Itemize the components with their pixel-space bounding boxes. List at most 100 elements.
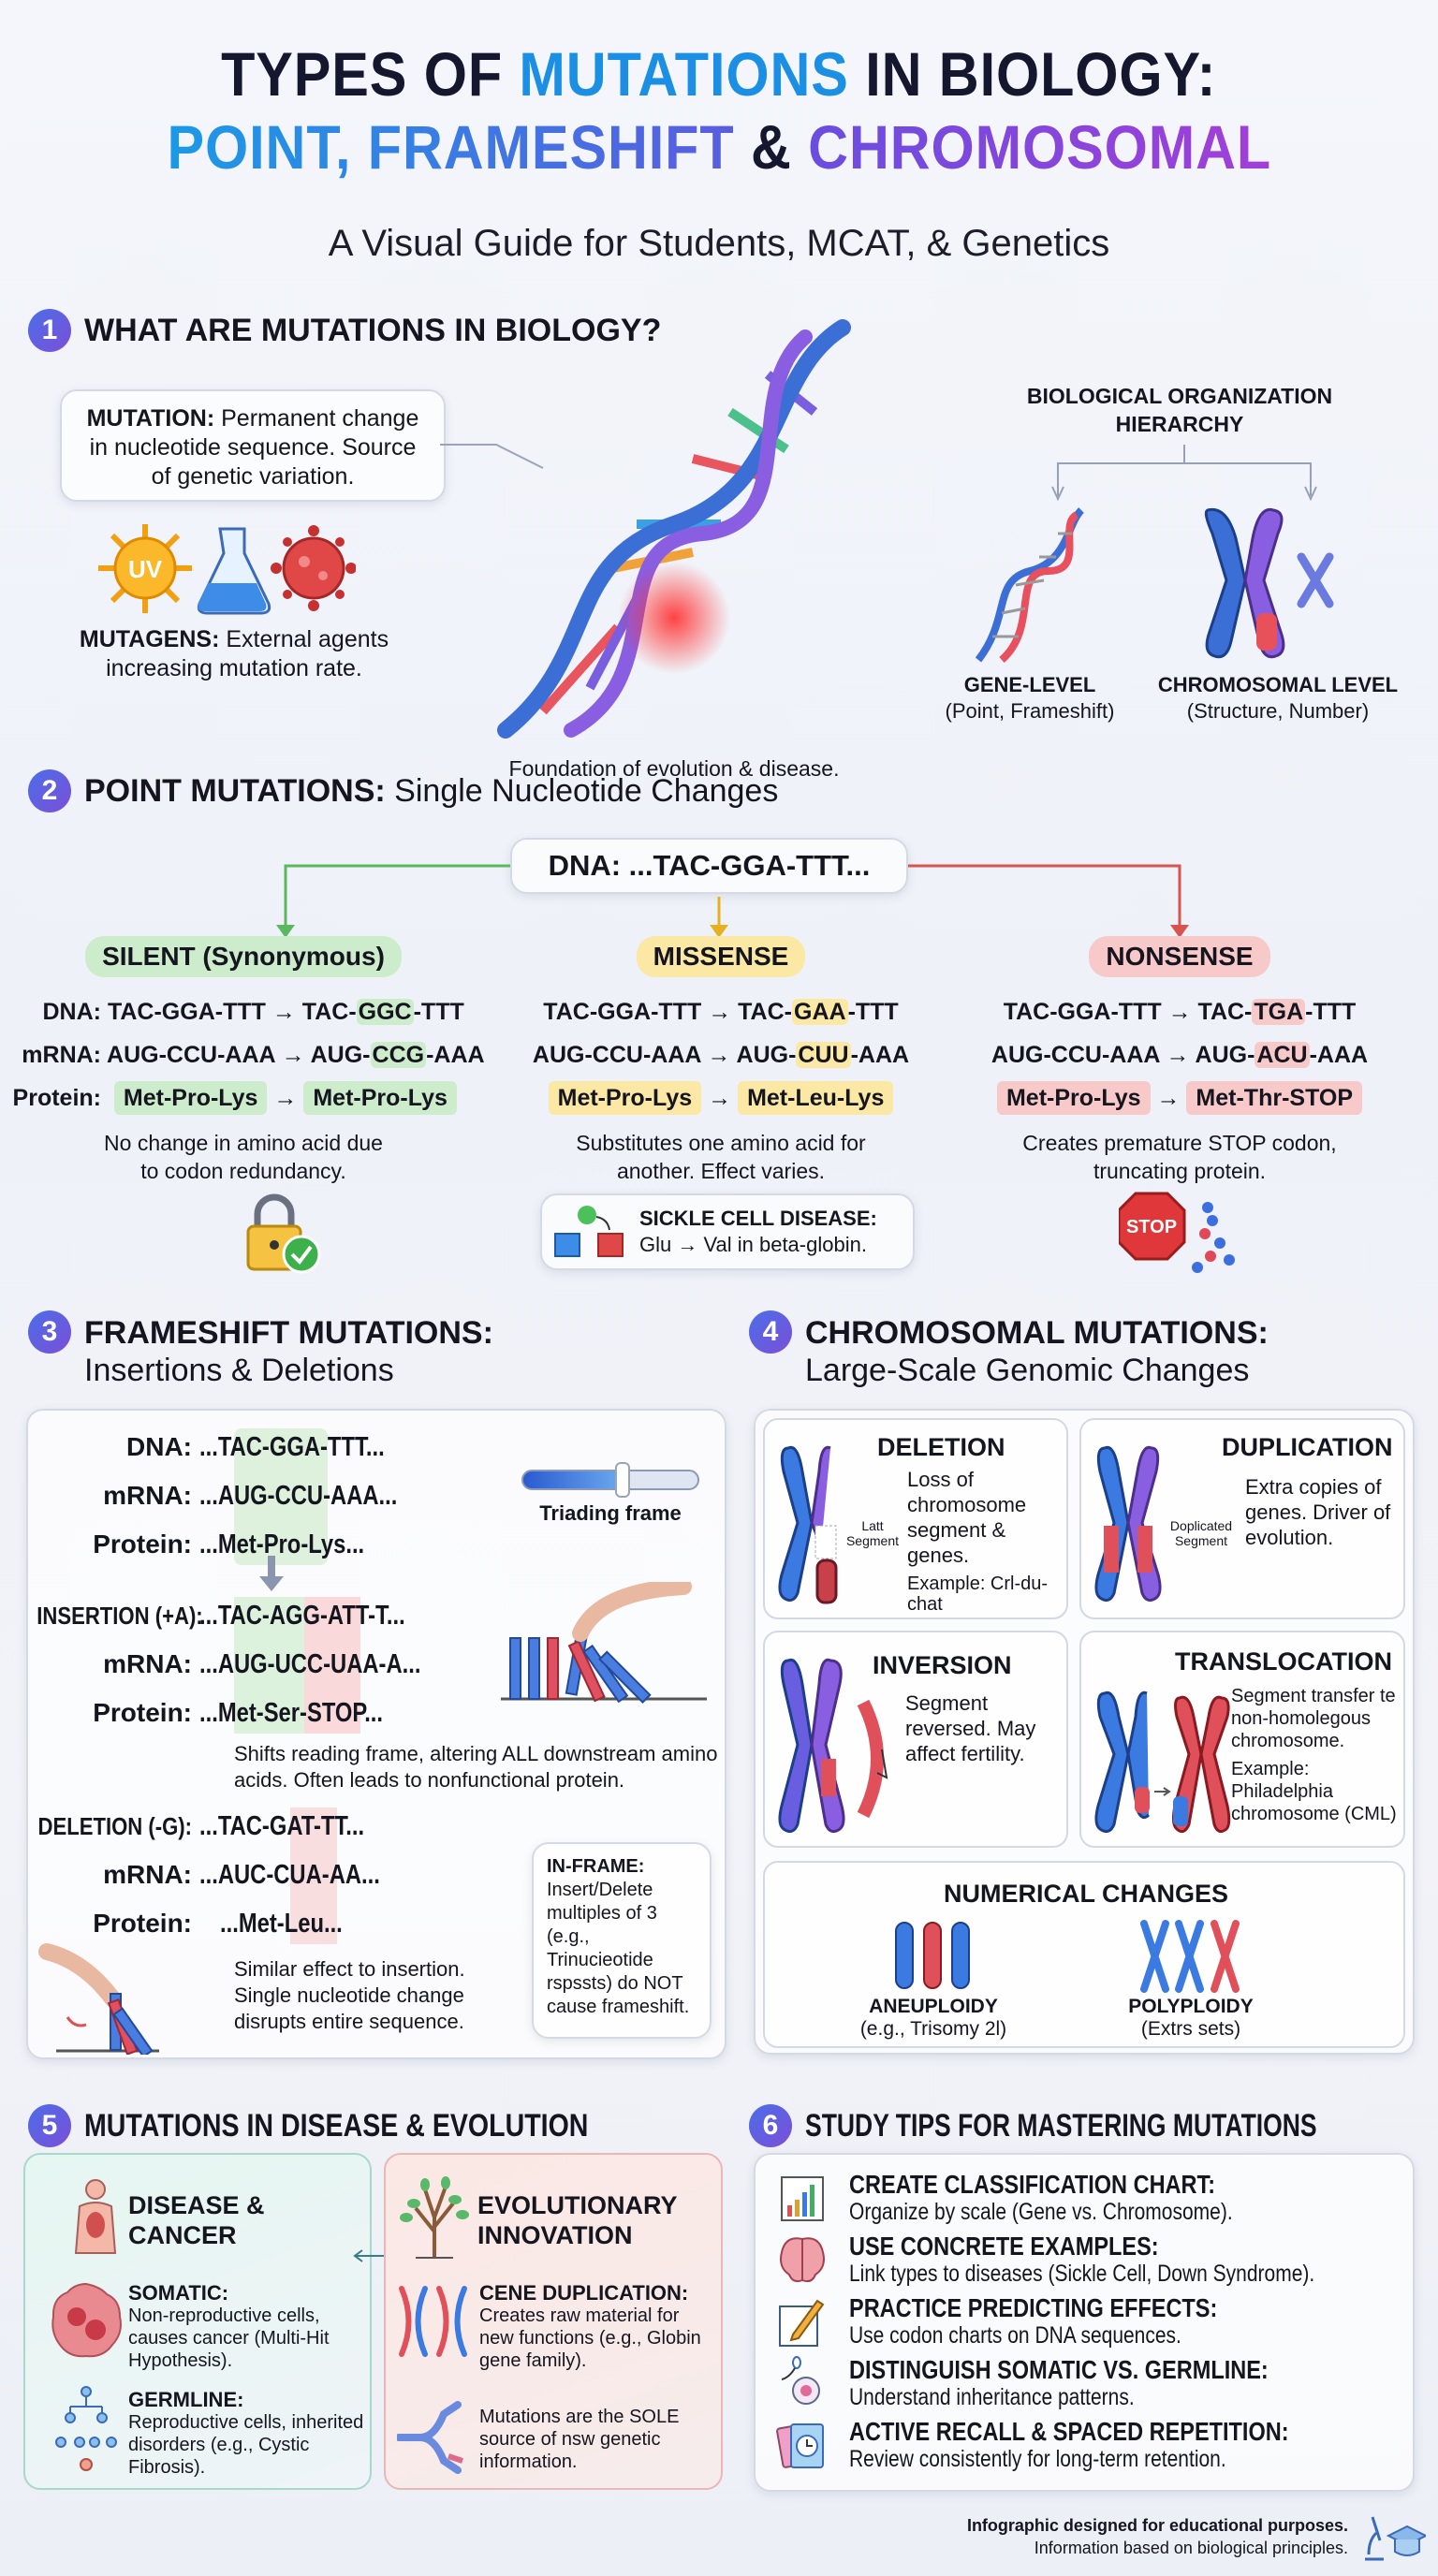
missense-label: MISSENSE (636, 936, 806, 977)
original-sequence: DNA:...TAC-GGA-TTT... mRNA:...AUG-CCU-AA… (9, 1423, 496, 1569)
amino-swap-icon (554, 1206, 624, 1257)
polyploidy-icon (1140, 1920, 1240, 1993)
callout-text: Glu → Val in beta-globin. (639, 1233, 867, 1256)
unchanged-highlight (234, 1597, 304, 1734)
dna-row: TAC-GGA-TTT → TAC-GAA-TTT (506, 990, 936, 1033)
section-subtitle: Insertions & Deletions (84, 1353, 394, 1388)
polyploidy-label: POLYPLOIDY(Extrs sets) (1088, 1996, 1294, 2041)
arrow: → (1167, 999, 1192, 1025)
row-label: Protein: (93, 1530, 192, 1559)
germline-block: GERMLINE:Reproductive cells, inherited d… (128, 2389, 367, 2479)
deletion-chromosome-icon (778, 1445, 838, 1604)
protein-row: Protein:...Met-Pro-Lys... (9, 1520, 496, 1569)
protein-to: Met-Leu-Lys (738, 1081, 894, 1115)
uv-label: UV (128, 555, 163, 583)
arrow: → (273, 1085, 298, 1111)
seq-to: TAC- (1197, 999, 1253, 1025)
insertion-protein-row: Protein:...Met-Ser-STOP... (9, 1689, 496, 1737)
sickle-cell-callout: SICKLE CELL DISEASE:Glu → Val in beta-gl… (540, 1193, 915, 1270)
dna-helix-illustration (497, 319, 851, 739)
inversion-chromosome-icon (778, 1658, 888, 1834)
inversion-card: INVERSION Segment reversed. May affect f… (763, 1631, 1068, 1848)
protein-from: Met-Pro-Lys (113, 1081, 268, 1115)
seq-to: AUG- (310, 1042, 371, 1068)
seq-to: -AAA (850, 1042, 910, 1068)
seq-to: -AAA (426, 1042, 485, 1068)
section-subtitle: Large-Scale Genomic Changes (805, 1353, 1250, 1388)
section-number: 4 (749, 1310, 792, 1354)
sequence: ...Met-Ser-STOP... (199, 1698, 384, 1728)
section-number: 3 (28, 1310, 71, 1354)
dominoes-insertion-icon (501, 1582, 707, 1704)
stop-text: STOP (1126, 1217, 1177, 1237)
definition: Permanent change in nucleotide sequence.… (89, 405, 419, 490)
hierarchy-title: BIOLOGICAL ORGANIZATION HIERARCHY (1026, 384, 1333, 436)
seq-to: -AAA (1309, 1042, 1369, 1068)
note-text: Insert/Delete multiples of 3 (e.g., Trin… (547, 1880, 690, 2017)
hand-icon (38, 1943, 121, 2007)
evolutionary-innovation-card: EVOLUTIONARY INNOVATION CENE DUPLICATION… (384, 2153, 723, 2490)
duplication-title: DUPLICATION (1222, 1433, 1393, 1461)
row-label: Protein: (93, 1698, 192, 1727)
protein-row: Met-Pro-Lys → Met-Thr-STOP (946, 1076, 1414, 1120)
chart-icon (781, 2176, 824, 2221)
section-title: WHAT ARE MUTATIONS IN BIOLOGY? (84, 313, 662, 348)
tip-title: PRACTICE PREDICTING EFFECTS: (849, 2293, 1218, 2322)
connector-line (440, 444, 544, 469)
tip-text: Link types to diseases (Sickle Cell, Dow… (849, 2261, 1315, 2287)
seq-from: TAC-GGA-TTT (107, 999, 266, 1025)
branching-icon (397, 2401, 463, 2474)
deletion-protein-row: Protein:...Met-Leu... (9, 1899, 496, 1948)
somatic-block: SOMATIC:Non-reproductive cells, causes c… (128, 2282, 367, 2372)
row-label: Protein: (12, 1085, 101, 1111)
hand-icon (572, 1582, 692, 1642)
tip-title: DISTINGUISH SOMATIC VS. GERMLINE: (849, 2355, 1269, 2384)
mrna-row: mRNA: AUG-CCU-AAA → AUG-CCG-AAA (9, 1033, 485, 1076)
gene-level-dna-icon (975, 507, 1085, 664)
row-label: mRNA: (103, 1860, 192, 1889)
translocation-title: TRANSLOCATION (1175, 1647, 1392, 1676)
sequence: ...TAC-GGA-TTT... (199, 1432, 385, 1462)
term: MUTAGENS: (79, 626, 220, 652)
duplicated-segment-tag: Doplicated Segment (1169, 1518, 1233, 1548)
level-subtitle: (Structure, Number) (1186, 699, 1370, 723)
duplication-card: Doplicated Segment DUPLICATION Extra cop… (1079, 1418, 1405, 1619)
silent-column: SILENT (Synonymous) DNA: TAC-GGA-TTT → T… (9, 936, 485, 1185)
arrow: → (1166, 1042, 1190, 1068)
virus-icon (271, 525, 356, 611)
section-title: FRAMESHIFT MUTATIONS: (84, 1315, 493, 1351)
numerical-changes-card: NUMERICAL CHANGES ANEUPLOIDY(e.g., Triso… (763, 1861, 1405, 2048)
flask-icon (197, 527, 271, 615)
section-title-rest: Single Nucleotide Changes (394, 773, 779, 809)
slider-label: Triading frame (539, 1501, 682, 1525)
inversion-text: Segment reversed. May affect fertility. (905, 1691, 1036, 1765)
deletion-text: Loss of chromosome segment & genes. (907, 1468, 1027, 1567)
deletion-card: Latt Segment DELETION Loss of chromosome… (763, 1418, 1068, 1619)
label-title: ANEUPLOIDY (869, 1996, 998, 2017)
tip-item: USE CONCRETE EXAMPLES:Link types to dise… (776, 2232, 1398, 2288)
seq-to: TAC- (301, 999, 357, 1025)
footer-text: Infographic designed for educational pur… (880, 2514, 1348, 2559)
insertion-mrna-row: mRNA:...AUG-UCC-UAA-A... (9, 1640, 496, 1689)
definition: External agents increasing mutation rate… (106, 626, 389, 681)
reading-frame-slider[interactable]: Triading frame (521, 1462, 699, 1526)
sequence: ...TAC-AGG-ATT-T... (199, 1601, 405, 1631)
uv-sun-icon: UV (98, 524, 192, 613)
slider-track[interactable] (521, 1470, 699, 1490)
somatic-text: Non-reproductive cells, causes cancer (M… (128, 2305, 330, 2371)
row-label: mRNA: (103, 1481, 192, 1510)
missense-column: MISSENSE TAC-GGA-TTT → TAC-GAA-TTT AUG-C… (506, 936, 936, 1185)
section-title: CHROMOSOMAL MUTATIONS: (805, 1315, 1269, 1351)
frame-highlight (234, 1428, 328, 1565)
arrow: → (281, 1042, 305, 1068)
protein-from: Met-Pro-Lys (548, 1081, 702, 1115)
slider-thumb[interactable] (615, 1462, 630, 1498)
mutagens-definition: MUTAGENS: External agents increasing mut… (56, 625, 412, 683)
deletion-dna-row: DELETION (-G):...TAC-GAT-TT... (9, 1802, 496, 1851)
seq-to: -TTT (413, 999, 464, 1025)
shifted-highlight (304, 1597, 360, 1734)
mutation-definition-box: MUTATION: Permanent change in nucleotide… (60, 389, 446, 502)
